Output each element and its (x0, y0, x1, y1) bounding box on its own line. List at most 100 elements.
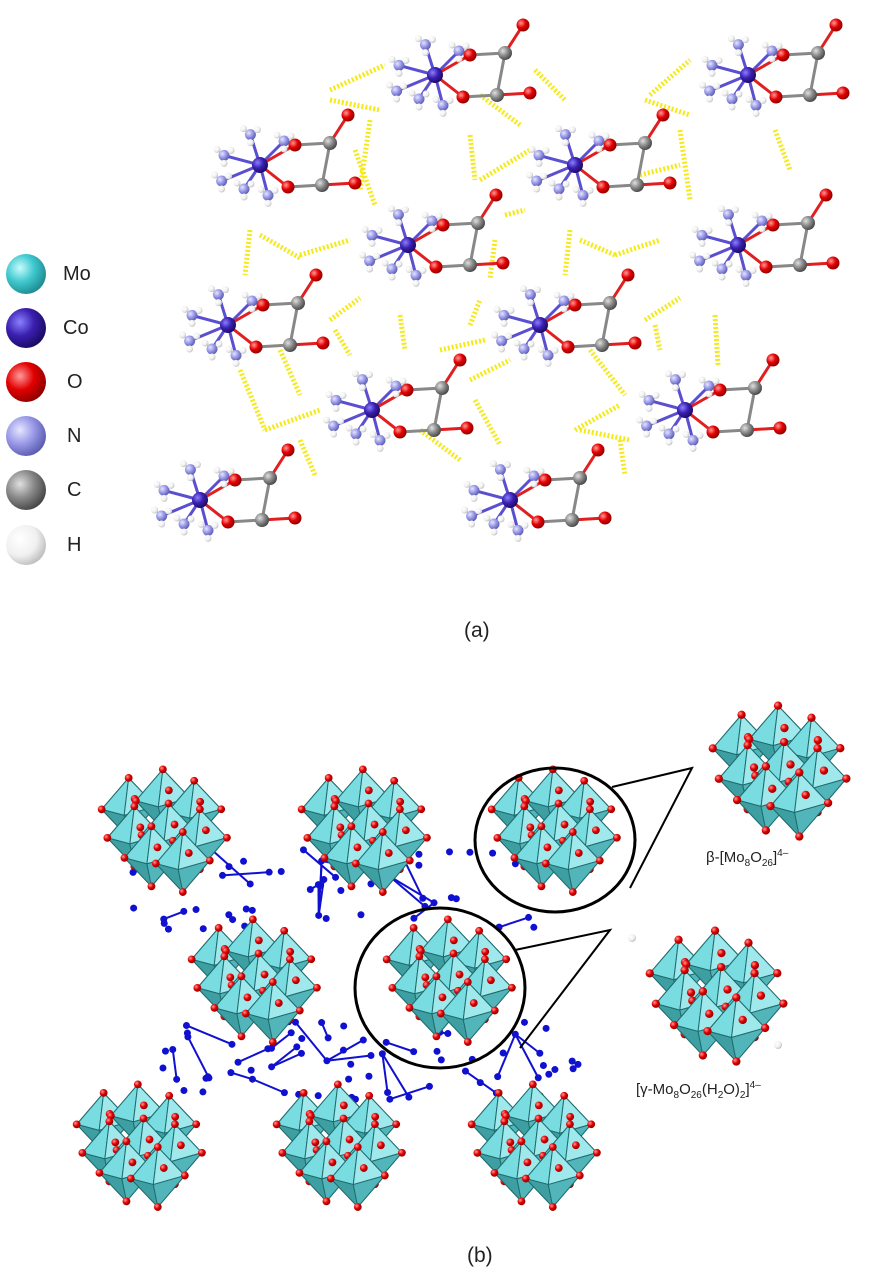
oxo-oxygen (743, 741, 752, 750)
cation-network (129, 836, 582, 1103)
network-atom (248, 906, 256, 914)
hydrogen-atom (645, 404, 653, 412)
beta-octamolybdate-label: β-[Mo8O26]4– (706, 848, 788, 869)
hydrogen-bond (258, 232, 302, 261)
oxo-oxygen (836, 744, 845, 753)
oxygen-atom (309, 268, 323, 282)
oxo-oxygen (409, 924, 418, 932)
gamma-charge: 4– (749, 1080, 761, 1091)
oxo-oxygen (190, 776, 199, 785)
oxo-oxygen (165, 1091, 174, 1100)
oxygen-atom (663, 176, 677, 190)
legend-label-h: H (67, 534, 82, 556)
oxo-oxygen (494, 1089, 503, 1097)
oxo-oxygen (534, 1114, 543, 1123)
oxo-oxygen (807, 713, 816, 722)
hydrogen-atom (602, 132, 610, 140)
oxo-oxygen (523, 1158, 532, 1167)
nitrogen-atom (716, 263, 728, 275)
octahedron-face (177, 859, 212, 894)
oxo-oxygen (463, 1038, 472, 1046)
nitrogen-atom (413, 93, 425, 105)
oxo-oxygen (698, 1051, 708, 1060)
oxo-oxygen (286, 947, 295, 956)
gamma-sub4: 2 (739, 1090, 746, 1101)
oxo-oxygen (517, 1197, 526, 1206)
hydrogen-bond (478, 93, 522, 127)
hydrogen-atom (193, 461, 201, 469)
oxo-oxygen (415, 952, 424, 961)
hydrogen-atom (540, 172, 548, 180)
oxo-oxygen (220, 952, 229, 961)
hydrogen-atom (187, 515, 195, 523)
hydrogen-bond (677, 129, 693, 201)
hydrogen-atom (399, 377, 407, 385)
network-atom (299, 846, 307, 854)
hydrogen-atom (562, 180, 570, 188)
hydrogen-atom (323, 416, 331, 424)
network-atom (419, 894, 427, 902)
oxo-oxygen (587, 1120, 596, 1129)
oxo-oxygen (651, 999, 661, 1008)
nitrogen-atom (184, 335, 196, 347)
hydrogen-atom (703, 252, 711, 260)
hydrogen-bond-layer (237, 58, 793, 476)
oxo-oxygen (260, 970, 269, 979)
hydrogen-atom (500, 319, 508, 327)
network-atom (322, 915, 330, 923)
oxo-oxygen (192, 1120, 201, 1129)
oxo-oxygen (364, 799, 373, 808)
oxo-oxygen (303, 834, 312, 842)
nitrogen-atom (468, 484, 480, 496)
nitrogen-atom (643, 394, 655, 406)
hydrogen-atom (496, 474, 504, 482)
oxo-oxygen (274, 999, 283, 1007)
network-atom (267, 1044, 275, 1052)
oxygen-atom (463, 48, 477, 62)
nitrogen-atom (696, 229, 708, 241)
oxo-oxygen (761, 826, 771, 835)
hydrogen-bond (299, 237, 351, 258)
oxo-oxygen (136, 823, 145, 832)
oxo-oxygen (299, 1089, 308, 1097)
oxo-oxygen (592, 826, 600, 835)
legend-label-mo: Mo (63, 263, 91, 285)
oxo-oxygen (568, 828, 577, 836)
nitrogen-atom (426, 215, 438, 227)
network-atom (511, 860, 519, 868)
hydrogen-atom (708, 69, 716, 77)
oxo-oxygen (449, 949, 458, 958)
hydrogen-atom (186, 345, 194, 353)
oxo-oxygen (320, 853, 329, 862)
hydrogen-atom (455, 55, 463, 63)
oxo-oxygen (432, 1032, 441, 1041)
nitrogen-atom (437, 99, 449, 111)
hydrogen-atom (408, 89, 416, 97)
oxo-oxygen (674, 935, 683, 944)
nitrogen-atom (531, 175, 543, 187)
carbon-atom (740, 423, 754, 437)
hydrogen-atom (179, 331, 187, 339)
hydrogen-atom (758, 225, 766, 233)
network-bond (389, 1085, 430, 1101)
cobalt-atom (740, 67, 756, 83)
hydrogen-atom (369, 430, 377, 438)
nitrogen-atom (364, 255, 376, 267)
hydrogen-atom (768, 55, 776, 63)
oxo-oxygen (178, 828, 187, 836)
hydrogen-atom (689, 251, 697, 259)
carbon-atom (793, 258, 807, 272)
network-atom (160, 919, 168, 927)
hydrogen-bond (328, 295, 362, 323)
gamma-mid3: O) (723, 1081, 740, 1098)
hydrogen-atom (652, 391, 660, 399)
oxo-oxygen (768, 784, 777, 794)
octamolybdate-cluster (72, 1080, 206, 1211)
hydrogen-atom (392, 390, 400, 398)
hydrogen-atom (699, 81, 707, 89)
oxo-oxygen (380, 1171, 389, 1180)
octahedron-face (547, 1174, 582, 1209)
oxo-oxygen (723, 985, 732, 994)
nitrogen-atom (330, 394, 342, 406)
hydrogen-atom (402, 56, 410, 64)
